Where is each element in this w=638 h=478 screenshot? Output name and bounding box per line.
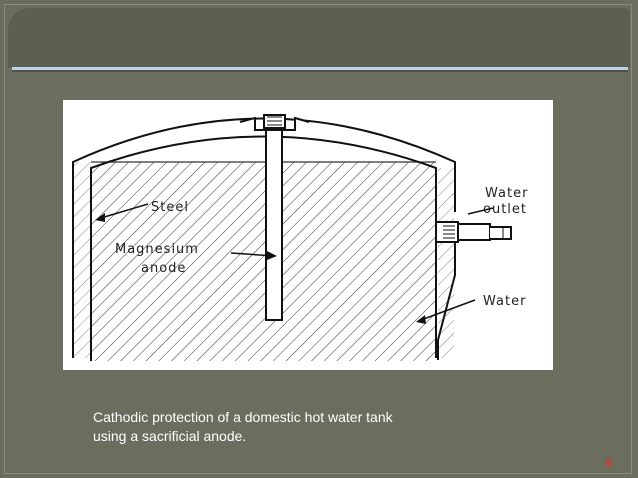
label-anode: anode [141,261,186,276]
label-magnesium: Magnesium [115,242,199,257]
tank-diagram: Steel Magnesium anode Water outlet Water [63,100,553,370]
label-steel: Steel [151,200,189,215]
steel-wall-hatch [74,162,454,358]
caption-line-1: Cathodic protection of a domestic hot wa… [93,409,393,425]
caption-line-2: using a sacrificial anode. [93,428,247,444]
label-water: Water [483,294,526,309]
slide-caption: Cathodic protection of a domestic hot wa… [93,408,513,446]
title-rule-shadow [12,70,628,72]
magnesium-anode-rod [265,129,283,321]
title-rule [12,67,628,70]
anode-plug [239,114,310,131]
slide-border [4,4,632,474]
arrow-heads [95,213,426,324]
label-water-outlet-2: outlet [483,202,527,217]
label-water-outlet-1: Water [485,186,528,201]
water-region [91,161,436,361]
title-bar [8,8,630,68]
page-number: 6 [606,456,613,470]
tank-diagram-svg: Steel Magnesium anode Water outlet Water [72,114,528,361]
leader-lines [100,203,494,321]
water-outlet-pipe [435,221,512,243]
